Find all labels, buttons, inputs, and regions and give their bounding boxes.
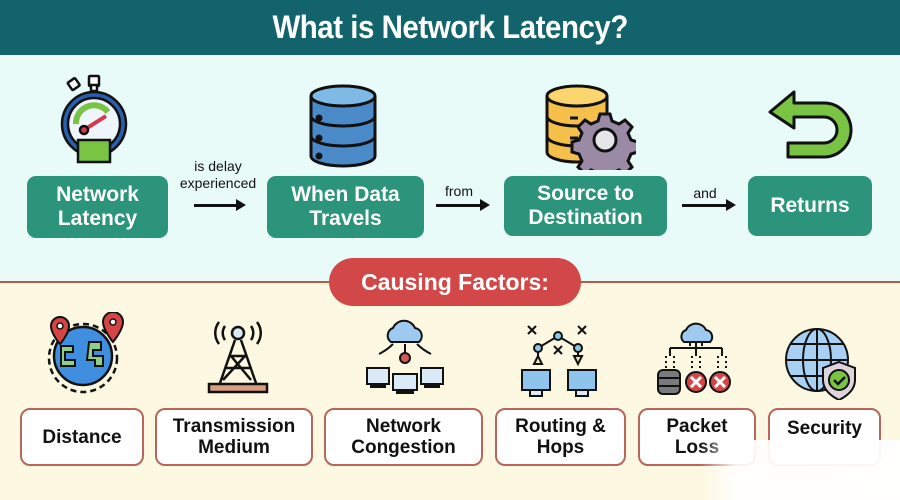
factor-label: Network Congestion: [351, 416, 456, 458]
arrow-1: [194, 199, 246, 211]
packet-loss-icon: [657, 322, 731, 395]
globe-pins-icon: [47, 312, 125, 394]
definition-panel: [0, 55, 900, 282]
factor-distance: Distance: [20, 408, 144, 466]
return-arrow-icon: [768, 90, 853, 159]
stopwatch-icon: [60, 74, 128, 164]
header-bar: What is Network Latency?: [0, 0, 900, 55]
globe-shield-icon: [785, 328, 856, 400]
step-source-to-destination: Source to Destination: [504, 176, 667, 236]
radio-tower-icon: [207, 321, 269, 394]
step-label: When Data Travels: [291, 183, 400, 230]
badge-label: Causing Factors:: [361, 268, 549, 295]
connector-label-1: is delay experienced: [179, 158, 257, 191]
causing-factors-badge: Causing Factors:: [329, 258, 581, 306]
watermark-overlay: [700, 440, 900, 500]
step-label: Network Latency: [56, 183, 139, 230]
arrow-3: [682, 199, 736, 211]
factor-transmission-medium: Transmission Medium: [155, 408, 313, 466]
step-network-latency: Network Latency: [27, 176, 168, 238]
factor-label: Transmission Medium: [172, 416, 296, 458]
database-icon: [309, 84, 377, 168]
step-label: Source to Destination: [528, 182, 643, 229]
factor-label: Distance: [42, 426, 122, 448]
database-gear-icon: [545, 84, 636, 170]
factor-network-congestion: Network Congestion: [324, 408, 483, 466]
connector-label-2: from: [445, 183, 473, 199]
routing-nodes-icon: [521, 325, 597, 397]
factor-label: Security: [787, 418, 862, 439]
factor-routing-hops: Routing & Hops: [495, 408, 626, 466]
arrow-2: [436, 199, 490, 211]
factor-label: Routing & Hops: [515, 416, 606, 458]
step-label: Returns: [770, 194, 850, 217]
step-when-data-travels: When Data Travels: [267, 176, 424, 238]
page-title: What is Network Latency?: [272, 9, 628, 45]
cloud-computers-icon: [366, 319, 444, 394]
connector-label-3: and: [693, 185, 717, 201]
step-returns: Returns: [748, 176, 872, 236]
